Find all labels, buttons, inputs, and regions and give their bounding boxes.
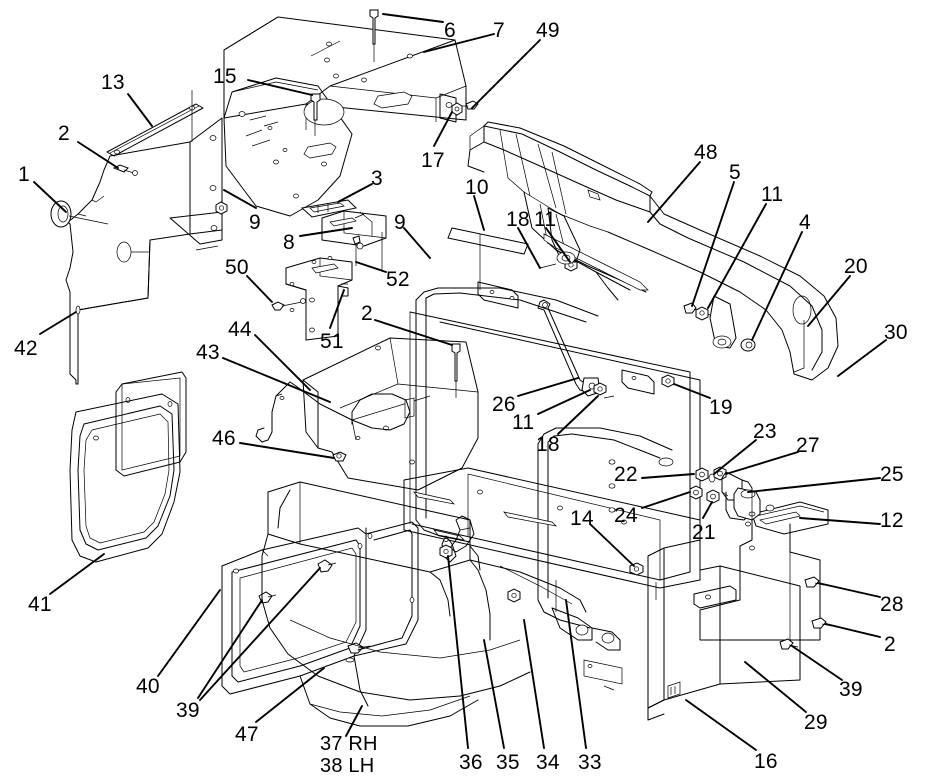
bracket-bar-13 [106, 103, 204, 176]
center-hood-shell [255, 337, 479, 491]
callout-10: 10 [465, 176, 489, 199]
callout-11a: 11 [534, 208, 557, 231]
callout-7: 7 [493, 19, 505, 42]
callout-17: 17 [421, 149, 445, 172]
callout-25: 25 [880, 463, 904, 486]
callout-28: 28 [880, 593, 904, 616]
callout-5: 5 [729, 161, 741, 184]
callout-2a: 2 [58, 122, 70, 145]
callout-44: 44 [228, 318, 252, 341]
callout-18b: 18 [536, 433, 560, 456]
callout-6: 6 [444, 19, 456, 42]
upright-plate [169, 90, 228, 251]
rops-tube-left [415, 287, 599, 543]
mount-bracket-51 [271, 256, 353, 341]
callout-20: 20 [844, 255, 868, 278]
fastener-19 [661, 374, 675, 388]
callout-33: 33 [578, 751, 602, 774]
fastener-2b [451, 343, 461, 398]
callout-3: 3 [371, 167, 383, 190]
right-side-panel-12 [693, 501, 833, 650]
callout-26: 26 [492, 393, 516, 416]
callout-43: 43 [196, 341, 220, 364]
callout-1: 1 [18, 163, 30, 186]
callout-46: 46 [212, 427, 236, 450]
fastener-4 [740, 338, 756, 352]
fastener-21 [706, 489, 720, 504]
callout-8: 8 [283, 231, 295, 254]
fastener-24 [689, 485, 703, 500]
callout-15: 15 [213, 65, 237, 88]
pivot-link-right [709, 295, 737, 349]
callout-52: 52 [386, 268, 410, 291]
callout-37-38: 37 RH 38 LH [320, 733, 378, 777]
callout-41: 41 [28, 593, 52, 616]
callout-13: 13 [101, 71, 125, 94]
callout-30: 30 [884, 321, 908, 344]
switch-cluster [689, 466, 761, 521]
fastener-6 [369, 9, 379, 62]
fastener-39b [317, 559, 337, 573]
callout-39a: 39 [176, 699, 200, 722]
callout-39c: 39 [839, 678, 863, 701]
callout-40: 40 [136, 675, 160, 698]
callout-9b: 9 [394, 211, 406, 234]
left-side-panel-42 [50, 141, 191, 385]
callout-35: 35 [496, 751, 520, 774]
leader-lines [33, 13, 887, 751]
lower-floor-assembly [261, 481, 623, 701]
fastener-49 [461, 100, 479, 110]
callout-23: 23 [753, 420, 777, 443]
callout-22: 22 [614, 463, 638, 486]
fastener-35 [507, 588, 521, 603]
callout-2c: 2 [884, 633, 896, 656]
fastener-50 [271, 298, 306, 311]
callout-18a: 18 [506, 208, 530, 231]
callout-4: 4 [799, 211, 811, 234]
fastener-22 [695, 467, 709, 482]
callout-24: 24 [614, 504, 638, 527]
fastener-46 [332, 451, 347, 462]
callout-11c: 11 [512, 411, 535, 434]
fastener-11b [695, 306, 709, 321]
plate-3-and-box-8 [300, 199, 387, 270]
callout-29: 29 [804, 711, 828, 734]
callout-47: 47 [235, 723, 259, 746]
fastener-39d [779, 638, 799, 650]
fastener-17 [451, 102, 463, 116]
callout-14: 14 [570, 507, 594, 530]
callout-49: 49 [536, 19, 560, 42]
callout-36: 36 [459, 751, 483, 774]
window-frame-41 [69, 371, 187, 563]
callout-48: 48 [694, 141, 718, 164]
callout-27: 27 [796, 434, 820, 457]
fastener-39c [347, 642, 371, 654]
callout-50: 50 [225, 256, 249, 279]
callout-42: 42 [14, 337, 38, 360]
callout-21: 21 [692, 521, 716, 544]
top-deck-hood-6 [223, 9, 479, 159]
door-panel-40 [221, 521, 479, 727]
fastener-11c [593, 382, 607, 396]
callout-11b: 11 [761, 183, 784, 206]
rops-arm-48 [467, 121, 839, 381]
callout-9a: 9 [249, 211, 261, 234]
fastener-15 [310, 93, 321, 136]
rear-frame [403, 227, 701, 589]
fastener-36 [439, 544, 453, 559]
callout-12: 12 [880, 509, 904, 532]
callout-34: 34 [536, 751, 560, 774]
callout-51: 51 [320, 330, 344, 353]
fastener-9a [215, 201, 228, 215]
callout-19: 19 [709, 396, 733, 419]
callout-2b: 2 [361, 302, 373, 325]
callout-16: 16 [754, 750, 778, 773]
